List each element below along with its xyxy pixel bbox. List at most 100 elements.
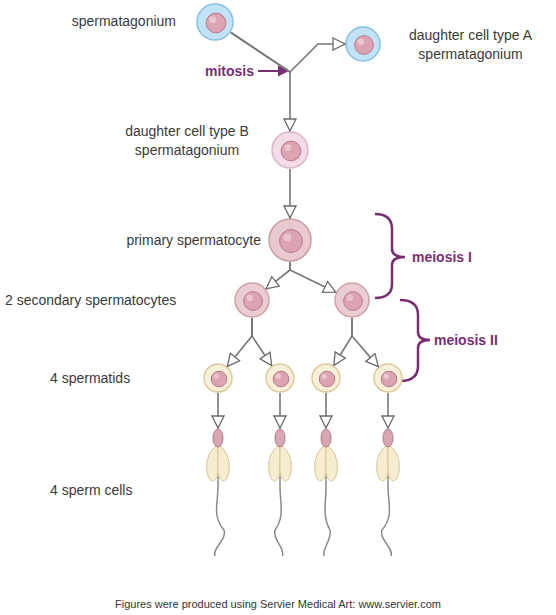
sperm-midpiece: [326, 445, 337, 481]
cell-shape: [196, 3, 234, 41]
type-b-spermatogonium-cell: daughter cell type B spermatagonium: [271, 131, 309, 169]
cell-shape: [271, 131, 309, 169]
cell-shape: [373, 363, 403, 393]
arrow-connector: [352, 318, 378, 367]
sperm-midpiece: [388, 445, 399, 481]
cell-nucleus: [344, 292, 363, 311]
cell-membrane: [266, 364, 294, 392]
sperm-cell: [368, 428, 408, 556]
sperm-cell: [260, 428, 300, 556]
cell-label: 4 spermatids: [50, 369, 190, 388]
spermatid-cell: [311, 363, 341, 393]
nucleus-highlight: [214, 374, 219, 379]
cell-label: 4 sperm cells: [50, 481, 190, 500]
arrow-connector: [387, 393, 389, 428]
sperm-shape: [198, 428, 238, 556]
cell-label: 2 secondary spermatocytes: [5, 291, 215, 310]
arrow-connector: [266, 262, 290, 289]
pointer-arrow: [258, 70, 280, 72]
process-label: mitosis: [205, 62, 275, 80]
secondary-spermatocyte-cell: [334, 282, 370, 318]
cell-nucleus: [355, 36, 374, 55]
cell-nucleus: [319, 371, 335, 387]
nucleus-highlight: [358, 39, 364, 45]
cell-membrane: [346, 27, 380, 61]
process-label: meiosis I: [412, 248, 522, 266]
cell-shape: [334, 282, 370, 318]
arrow-connector: [289, 169, 291, 218]
arrow-connector: [334, 318, 352, 365]
nucleus-highlight: [347, 295, 353, 301]
arrow-connector: [325, 393, 327, 428]
spermatogonium-cell: spermatagonium: [196, 3, 234, 41]
arrow-connector: [252, 318, 272, 366]
sperm-cell: [306, 428, 346, 556]
cell-nucleus: [273, 371, 289, 387]
arrow-connector: [290, 262, 336, 292]
cell-label: primary spermatocyte: [96, 231, 261, 250]
cell-nucleus: [280, 230, 303, 253]
cell-label: spermatagonium: [36, 12, 176, 31]
cell-label: daughter cell type B spermatagonium: [112, 122, 262, 160]
cell-nucleus: [206, 13, 226, 33]
nucleus-highlight: [283, 233, 291, 241]
arrow-connector: [217, 393, 219, 428]
sperm-head: [321, 429, 331, 447]
cell-membrane: [335, 283, 369, 317]
cell-shape: [234, 282, 270, 318]
arrow-connector: [231, 33, 290, 131]
credit-note: Figures were produced using Servier Medi…: [0, 597, 556, 611]
arrow-connector: [227, 318, 252, 366]
sperm-midpiece: [280, 445, 291, 481]
cell-shape: [268, 218, 312, 262]
type-a-spermatogonium-cell: daughter cell type A spermatagonium: [345, 26, 381, 62]
cell-membrane: [204, 364, 232, 392]
spermatid-cell: 4 spermatids: [203, 363, 233, 393]
cell-membrane: [197, 4, 233, 40]
cell-shape: [311, 363, 341, 393]
meiosis-bracket: [400, 300, 430, 381]
sperm-shape: [260, 428, 300, 556]
secondary-spermatocyte-cell: 2 secondary spermatocytes: [234, 282, 270, 318]
cell-membrane: [235, 283, 269, 317]
cell-nucleus: [381, 371, 397, 387]
nucleus-highlight: [247, 295, 253, 301]
sperm-midpiece: [377, 445, 388, 481]
cell-shape: [345, 26, 381, 62]
nucleus-highlight: [284, 144, 291, 151]
cell-nucleus: [281, 141, 301, 161]
sperm-head: [383, 429, 393, 447]
cell-shape: [265, 363, 295, 393]
cell-shape: [203, 363, 233, 393]
primary-spermatocyte-cell: primary spermatocyte: [268, 218, 312, 262]
cell-membrane: [374, 364, 402, 392]
pointer-arrowhead: [278, 66, 289, 77]
nucleus-highlight: [384, 374, 389, 379]
sperm-midpiece: [207, 445, 218, 481]
sperm-midpiece: [218, 445, 229, 481]
sperm-midpiece: [269, 445, 280, 481]
sperm-head: [213, 429, 223, 447]
sperm-midpiece: [315, 445, 326, 481]
sperm-shape: [368, 428, 408, 556]
cell-membrane: [272, 132, 308, 168]
sperm-cell: 4 sperm cells: [198, 428, 238, 556]
process-label: meiosis II: [434, 331, 549, 349]
spermatid-cell: [265, 363, 295, 393]
cell-membrane: [269, 219, 311, 261]
sperm-shape: [306, 428, 346, 556]
spermatid-cell: [373, 363, 403, 393]
nucleus-highlight: [276, 374, 281, 379]
nucleus-highlight: [322, 374, 327, 379]
sperm-head: [275, 429, 285, 447]
arrow-connector: [279, 393, 281, 428]
cell-nucleus: [244, 292, 263, 311]
nucleus-highlight: [209, 16, 216, 23]
cell-membrane: [312, 364, 340, 392]
cell-label: daughter cell type A spermatagonium: [388, 26, 553, 64]
meiosis-bracket: [375, 214, 405, 298]
cell-nucleus: [211, 371, 227, 387]
